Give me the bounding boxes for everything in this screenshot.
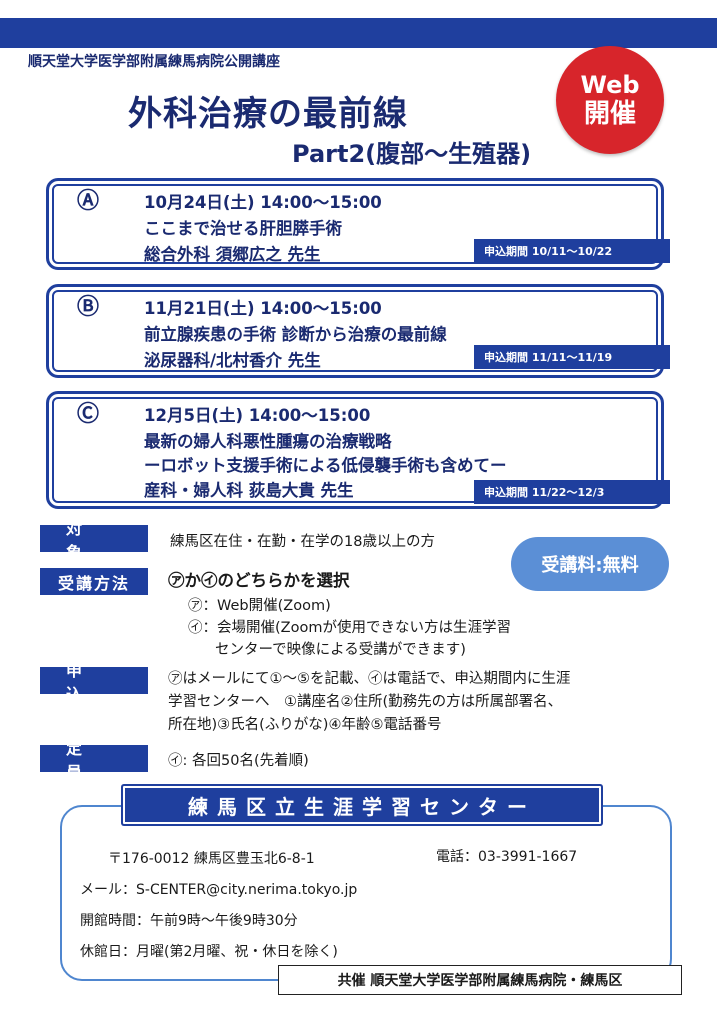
session-a-speaker: 総合外科 須郷広之 先生 [144, 245, 321, 264]
apply-line-1: ㋐はメールにて①～⑤を記載、㋑は電話で、申込期間内に生涯 [168, 671, 571, 687]
center-name-banner: 練馬区立生涯学習センター [121, 784, 603, 826]
center-postal-address: 〒176-0012 練馬区豊玉北6-8-1 [108, 851, 315, 867]
session-b-speaker: 泌尿器科/北村香介 先生 [144, 351, 321, 370]
session-a-card: Ⓐ 10月24日(土) 14:00～15:00 ここまで治せる肝胆膵手術 総合外… [46, 178, 664, 270]
web-event-badge: Web 開催 [556, 46, 664, 154]
session-b-letter: Ⓑ [77, 295, 100, 320]
center-closed-days: 休館日：月曜(第2月曜、祝・休日を除く) [80, 944, 338, 960]
session-b-application-period: 申込期間 11/11～11/19 [474, 345, 670, 369]
method-label: 受講方法 [40, 568, 148, 595]
center-phone: 電話：03-3991-1667 [436, 849, 578, 865]
method-option-a: ㋐：Web開催(Zoom) [188, 598, 331, 614]
session-a-application-period: 申込期間 10/11～10/22 [474, 239, 670, 263]
fee-badge: 受講料:無料 [511, 537, 669, 591]
session-b-topic: 前立腺疾患の手術 診断から治療の最前線 [144, 325, 447, 344]
session-a-letter: Ⓐ [77, 189, 100, 214]
target-label: 対象 [40, 519, 148, 562]
cohost-box: 共催 順天堂大学医学部附属練馬病院・練馬区 [278, 965, 682, 995]
session-a-datetime: 10月24日(土) 14:00～15:00 [144, 193, 382, 212]
page-subtitle: Part2(腹部～生殖器) [292, 140, 532, 168]
session-c-speaker: 産科・婦人科 荻島大貴 先生 [144, 481, 354, 500]
method-heading: ㋐か㋑のどちらかを選択 [168, 571, 350, 590]
organizer-text: 順天堂大学医学部附属練馬病院公開講座 [28, 54, 280, 70]
session-c-topic-line-2: ーロボット支援手術による低侵襲手術も含めてー [144, 456, 507, 475]
method-option-b-line-1: ㋑：会場開催(Zoomが使用できない方は生涯学習 [188, 620, 511, 636]
center-opening-hours: 開館時間：午前9時～午後9時30分 [80, 913, 298, 929]
target-text: 練馬区在住・在勤・在学の18歳以上の方 [170, 534, 435, 550]
apply-line-3: 所在地)③氏名(ふりがな)④年齢⑤電話番号 [168, 717, 442, 733]
session-c-letter: Ⓒ [77, 402, 100, 427]
session-b-datetime: 11月21日(土) 14:00～15:00 [144, 299, 382, 318]
session-a-topic: ここまで治せる肝胆膵手術 [144, 219, 342, 238]
center-email[interactable]: メール：S-CENTER@city.nerima.tokyo.jp [80, 882, 358, 898]
session-c-datetime: 12月5日(土) 14:00～15:00 [144, 406, 371, 425]
apply-line-2: 学習センターへ ①講座名②住所(勤務先の方は所属部署名、 [168, 694, 563, 710]
badge-line-kaisai: 開催 [583, 99, 636, 129]
top-banner-bar [0, 18, 717, 48]
capacity-label: 定員 [40, 739, 148, 782]
method-option-b-line-2: センターで映像による受講ができます) [215, 642, 466, 658]
badge-line-web: Web [580, 71, 640, 99]
capacity-text: ㋑: 各回50名(先着順) [168, 753, 309, 769]
apply-label: 申込 [40, 661, 148, 704]
session-c-topic-line-1: 最新の婦人科悪性腫瘍の治療戦略 [144, 432, 392, 451]
session-c-application-period: 申込期間 11/22～12/3 [474, 480, 670, 504]
page-title: 外科治療の最前線 [128, 94, 408, 134]
